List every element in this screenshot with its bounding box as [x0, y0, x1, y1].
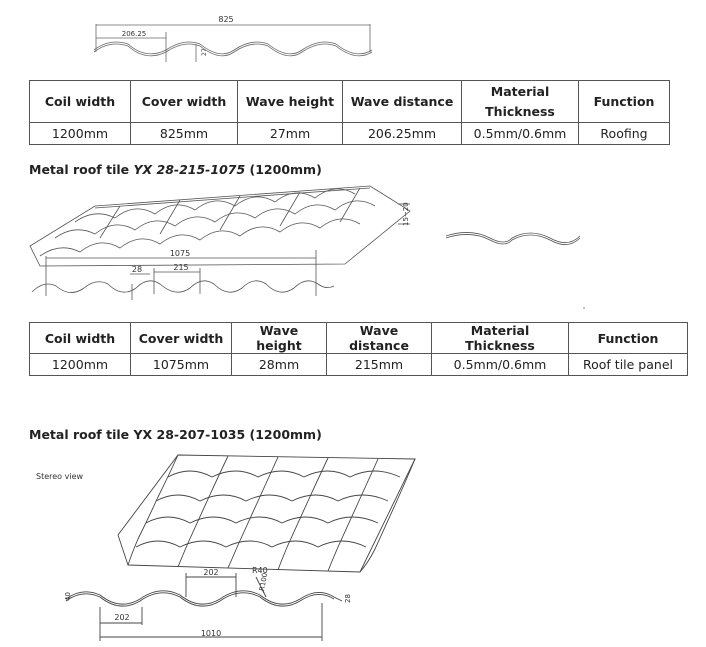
header-cover-width: Cover width — [130, 322, 232, 354]
dimension-side: 15~20 — [402, 202, 410, 226]
dimension-pitch: 215 — [173, 263, 188, 272]
dimension-height: 28 — [132, 265, 142, 274]
cell-wave-height: 27mm — [237, 122, 343, 145]
header-material-thickness: Material Thickness — [431, 322, 569, 354]
cell-wave-distance: 206.25mm — [342, 122, 462, 145]
cell-coil-width: 1200mm — [29, 353, 131, 376]
cell-coil-width: 1200mm — [29, 122, 131, 145]
section-title-3: Metal roof tile YX 28-207-1035 (1200mm) — [29, 427, 322, 442]
cell-function: Roofing — [578, 122, 670, 145]
header-wave-distance: Wave distance — [326, 322, 432, 354]
header-wave-height: Wave height — [237, 80, 343, 123]
header-function: Function — [578, 80, 670, 123]
header-coil-width: Coil width — [29, 80, 131, 123]
dimension-radius-top: R40 — [252, 566, 268, 575]
section-title-2: Metal roof tile YX 28-215-1075 (1200mm) — [29, 162, 322, 177]
cell-cover-width: 1075mm — [130, 353, 232, 376]
spec-table-1: Coil width Cover width Wave height Wave … — [29, 80, 670, 145]
dimension-pitch-bottom: 202 — [114, 613, 129, 622]
header-material-thickness: Material Thickness — [461, 80, 579, 123]
cell-wave-distance: 215mm — [326, 353, 432, 376]
header-coil-width: Coil width — [29, 322, 131, 354]
header-wave-distance: Wave distance — [342, 80, 462, 123]
dimension-total: 825 — [218, 15, 233, 24]
header-function: Function — [568, 322, 688, 354]
dimension-height: 27 — [201, 48, 208, 56]
spec-table-2: Coil width Cover width Wave height Wave … — [29, 322, 688, 376]
header-cover-width: Cover width — [130, 80, 238, 123]
dimension-total: 1075 — [170, 249, 190, 258]
cell-material-thickness: 0.5mm/0.6mm — [431, 353, 569, 376]
dimension-height-right: 28 — [344, 594, 352, 603]
stereo-view-label: Stereo view — [36, 472, 83, 481]
dimension-pitch: 206.25 — [122, 30, 147, 38]
dimension-radius-side: R100 — [258, 572, 269, 591]
header-wave-height: Wave height — [231, 322, 327, 354]
cell-wave-height: 28mm — [231, 353, 327, 376]
roof-tile-drawing-3: Stereo view 202 R40 R100 40 28 202 1010 — [36, 454, 416, 641]
dimension-total: 1010 — [201, 629, 221, 638]
dimension-pitch-top: 202 — [203, 568, 218, 577]
cell-function: Roof tile panel — [568, 353, 688, 376]
cell-cover-width: 825mm — [130, 122, 238, 145]
profile-drawing-1: 825 206.25 27 — [93, 15, 373, 62]
roof-tile-drawing-2: 1075 28 215 15~20 — [29, 185, 585, 309]
dimension-height-left: 40 — [64, 592, 72, 601]
cell-material-thickness: 0.5mm/0.6mm — [461, 122, 579, 145]
